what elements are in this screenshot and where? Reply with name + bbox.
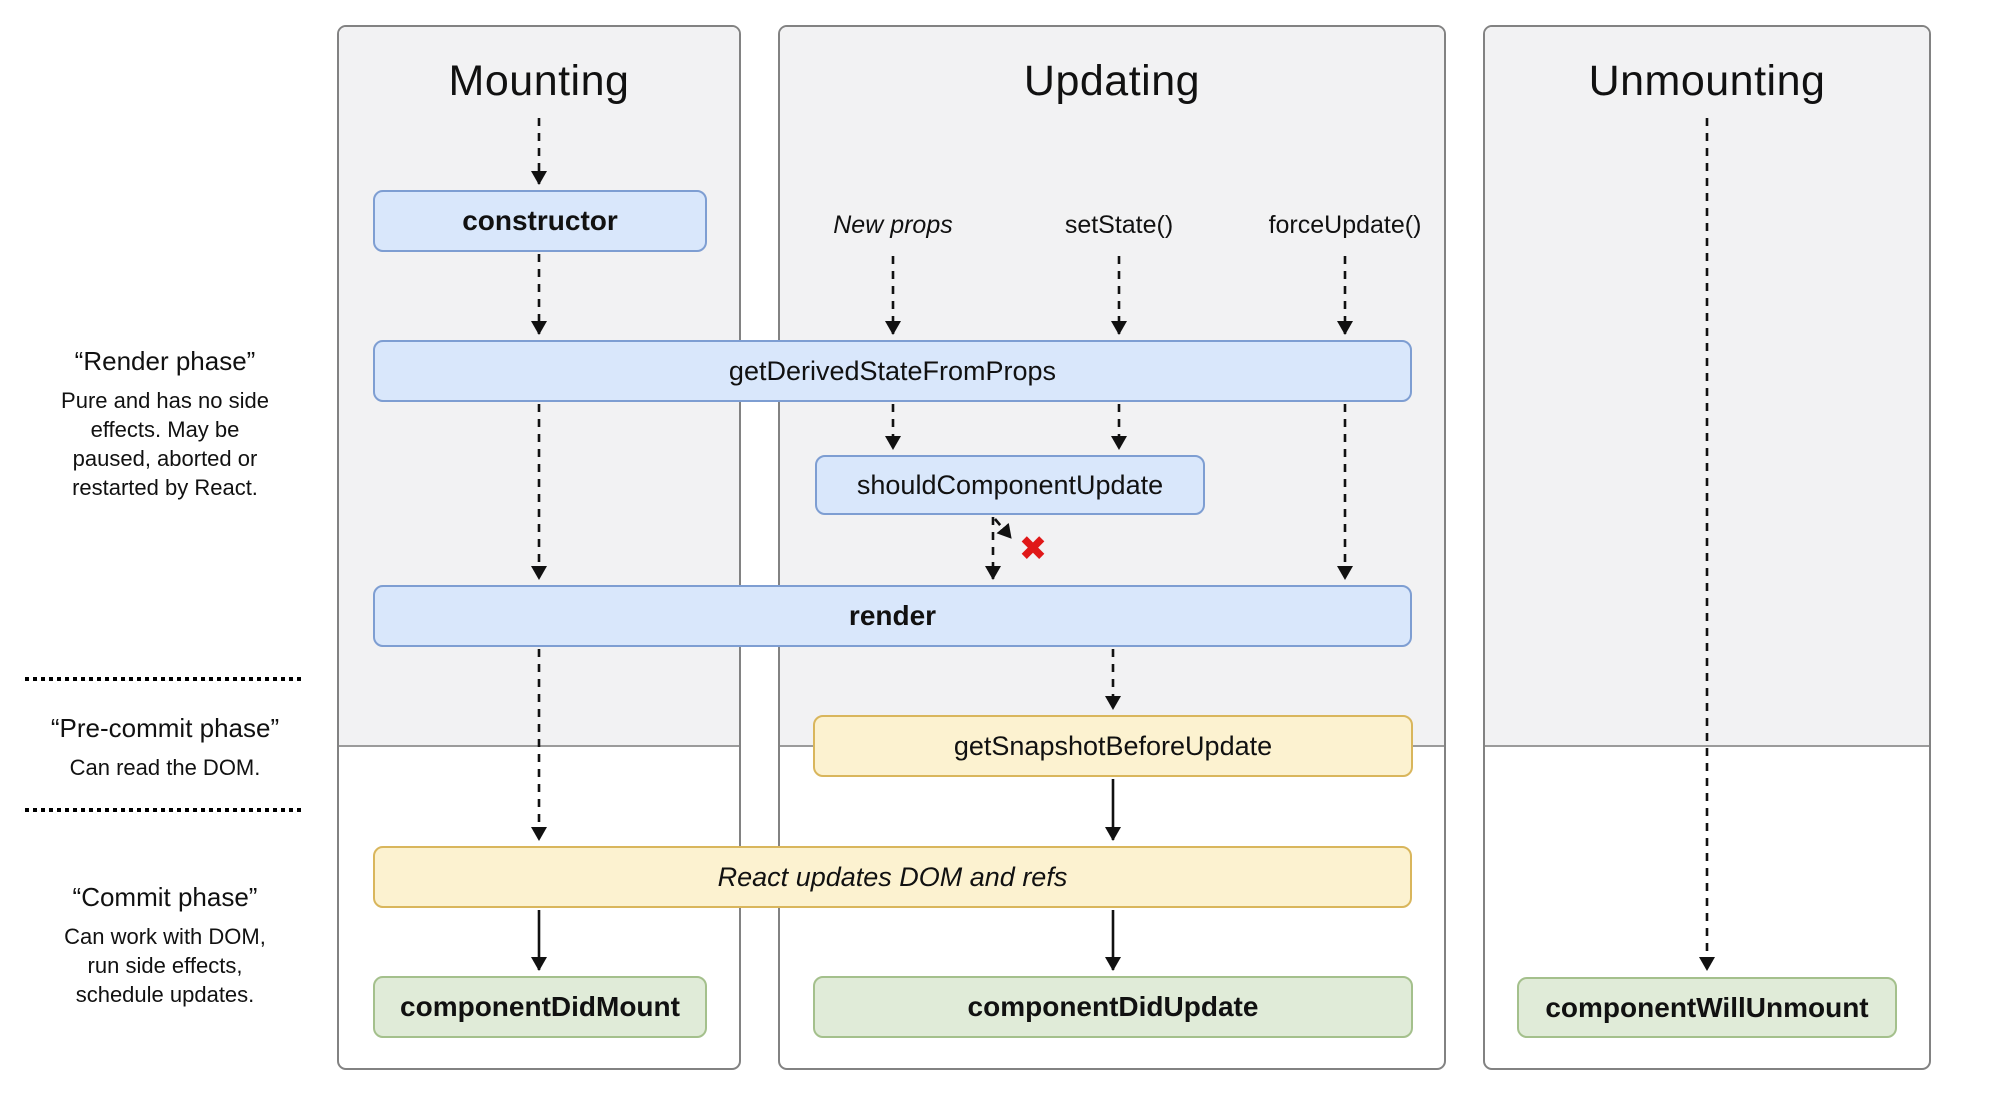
dotted-separator bbox=[25, 677, 302, 681]
pre-commit-phase-title: “Pre-commit phase” bbox=[50, 713, 280, 743]
column-title-mounting: Mounting bbox=[448, 57, 630, 105]
constructor-box: constructor bbox=[373, 190, 707, 252]
commit-phase-title: “Commit phase” bbox=[72, 882, 258, 912]
new-props-label: New props bbox=[833, 211, 953, 239]
commit-phase-description: Can work with DOM, run side effects, sch… bbox=[64, 924, 266, 1007]
render-phase-description: Pure and has no side effects. May be pau… bbox=[61, 388, 269, 500]
render-phase-title: “Render phase” bbox=[74, 346, 256, 376]
set-state-label: setState() bbox=[1064, 211, 1174, 239]
red-cross-icon: ✖ bbox=[1018, 530, 1048, 568]
should-component-update-box: shouldComponentUpdate bbox=[815, 455, 1205, 515]
get-snapshot-before-update-box: getSnapshotBeforeUpdate bbox=[813, 715, 1413, 777]
column-title-updating: Updating bbox=[1023, 57, 1201, 105]
pre-commit-phase-description: Can read the DOM. bbox=[69, 755, 261, 780]
panel-unmounting bbox=[1483, 25, 1931, 1070]
render-box: render bbox=[373, 585, 1412, 647]
pre-commit-phase-note: “Pre-commit phase” Can read the DOM. bbox=[20, 711, 310, 782]
dotted-separator bbox=[25, 808, 302, 812]
column-title-unmounting: Unmounting bbox=[1588, 57, 1826, 105]
panel-updating bbox=[778, 25, 1446, 1070]
component-did-mount-box: componentDidMount bbox=[373, 976, 707, 1038]
render-phase-shaded-region bbox=[1485, 27, 1929, 747]
commit-phase-note: “Commit phase” Can work with DOM, run si… bbox=[20, 880, 310, 1009]
component-will-unmount-box: componentWillUnmount bbox=[1517, 977, 1897, 1038]
react-updates-dom-and-refs-box: React updates DOM and refs bbox=[373, 846, 1412, 908]
panel-mounting bbox=[337, 25, 741, 1070]
render-phase-note: “Render phase” Pure and has no side effe… bbox=[20, 344, 310, 502]
component-did-update-box: componentDidUpdate bbox=[813, 976, 1413, 1038]
force-update-label: forceUpdate() bbox=[1268, 211, 1422, 239]
get-derived-state-from-props-box: getDerivedStateFromProps bbox=[373, 340, 1412, 402]
